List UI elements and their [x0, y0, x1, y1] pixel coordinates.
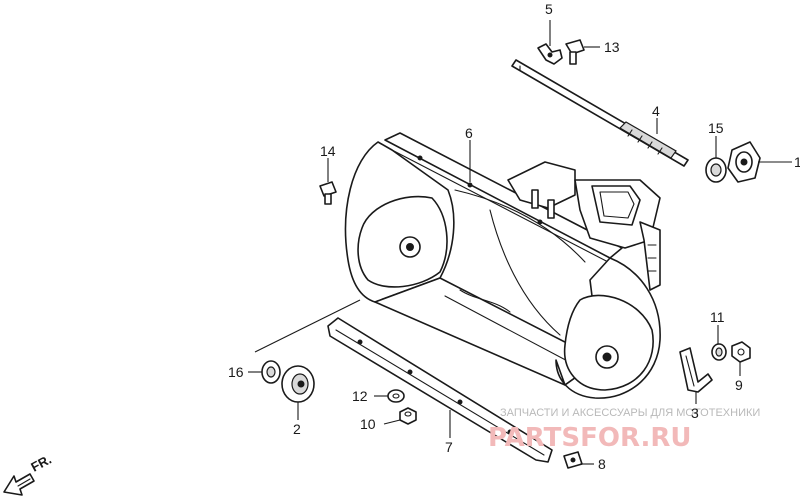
callout-8: 8	[598, 456, 606, 472]
bearing-16	[261, 360, 281, 384]
callout-2: 2	[293, 421, 301, 437]
bolt-8	[563, 451, 583, 469]
callout-4: 4	[652, 103, 660, 119]
callout-6: 6	[465, 125, 473, 141]
bolt-14	[319, 181, 337, 205]
leader-lines	[248, 20, 792, 465]
watermark-logo: PARTSFOR.RU	[488, 423, 691, 453]
callout-9: 9	[735, 377, 743, 393]
scraper-bar	[327, 317, 553, 463]
callout-numbers: 5 13 4 6 14 15 1 16 2 12 10 7 8 3 11 9	[228, 1, 800, 472]
bearing	[705, 157, 727, 183]
washer-11	[711, 343, 727, 361]
callout-11: 11	[710, 309, 725, 325]
callout-5: 5	[545, 1, 553, 17]
direction-arrow-icon	[3, 473, 35, 496]
callout-12: 12	[352, 388, 368, 404]
callout-1: 1	[794, 154, 800, 170]
direction-label: FR.	[28, 452, 54, 475]
bracket	[679, 347, 713, 393]
watermark: ЗАПЧАСТИ И АКСЕССУАРЫ ДЛЯ МОТОТЕХНИКИ PA…	[488, 407, 760, 453]
auger-housing	[344, 132, 661, 399]
callout-7: 7	[445, 439, 453, 455]
bearing-flange-2	[281, 365, 315, 403]
washer-12	[387, 389, 405, 403]
nut-10	[399, 407, 417, 425]
watermark-tagline: ЗАПЧАСТИ И АКСЕССУАРЫ ДЛЯ МОТОТЕХНИКИ	[500, 407, 760, 419]
callout-13: 13	[604, 39, 620, 55]
callout-3: 3	[691, 405, 699, 421]
callout-16: 16	[228, 364, 244, 380]
drive-shaft	[511, 59, 689, 167]
callout-10: 10	[360, 416, 376, 432]
nut-9	[731, 341, 751, 363]
wing-nut	[537, 43, 563, 65]
flange-bolt-13	[565, 39, 585, 65]
bearing-flange	[727, 141, 761, 183]
callout-15: 15	[708, 120, 724, 136]
callout-14: 14	[320, 143, 336, 159]
front-direction-indicator: FR.	[3, 452, 54, 496]
